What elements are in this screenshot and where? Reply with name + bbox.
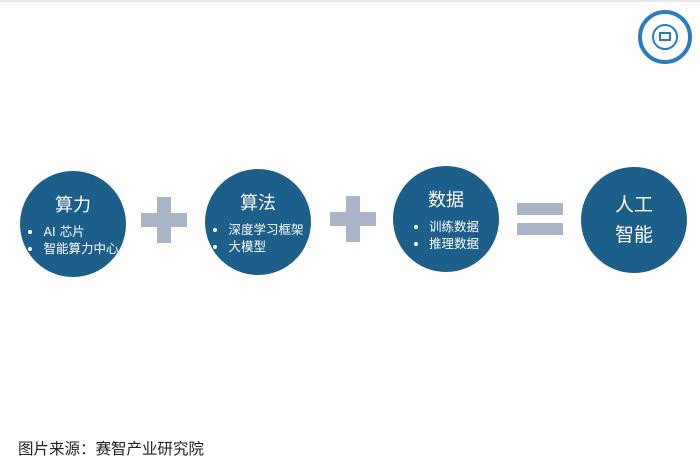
book-icon [652, 24, 678, 50]
institute-logo [638, 10, 692, 64]
plus-icon [141, 197, 187, 243]
result-line: 人工 [614, 194, 653, 216]
node-title: 算力 [55, 195, 91, 216]
node-ai: 人工 智能 [581, 167, 687, 273]
node-title: 算法 [240, 193, 276, 214]
node-compute: 算力 AI 芯片智能算力中心 [20, 171, 126, 277]
node-item: AI 芯片 [43, 223, 118, 240]
node-item: 推理数据 [429, 235, 479, 252]
node-item: 大模型 [228, 238, 303, 255]
node-item: 智能算力中心 [43, 240, 118, 257]
result-line: 智能 [614, 224, 653, 246]
node-algorithm: 算法 深度学习框架大模型 [205, 169, 311, 275]
equals-icon [517, 203, 563, 243]
node-data: 数据 训练数据推理数据 [393, 166, 499, 272]
node-title: 数据 [428, 190, 464, 211]
node-item: 深度学习框架 [228, 221, 303, 238]
source-caption: 图片来源：赛智产业研究院 [18, 440, 205, 458]
top-divider [0, 0, 700, 2]
plus-icon [330, 196, 376, 242]
node-item: 训练数据 [429, 218, 479, 235]
